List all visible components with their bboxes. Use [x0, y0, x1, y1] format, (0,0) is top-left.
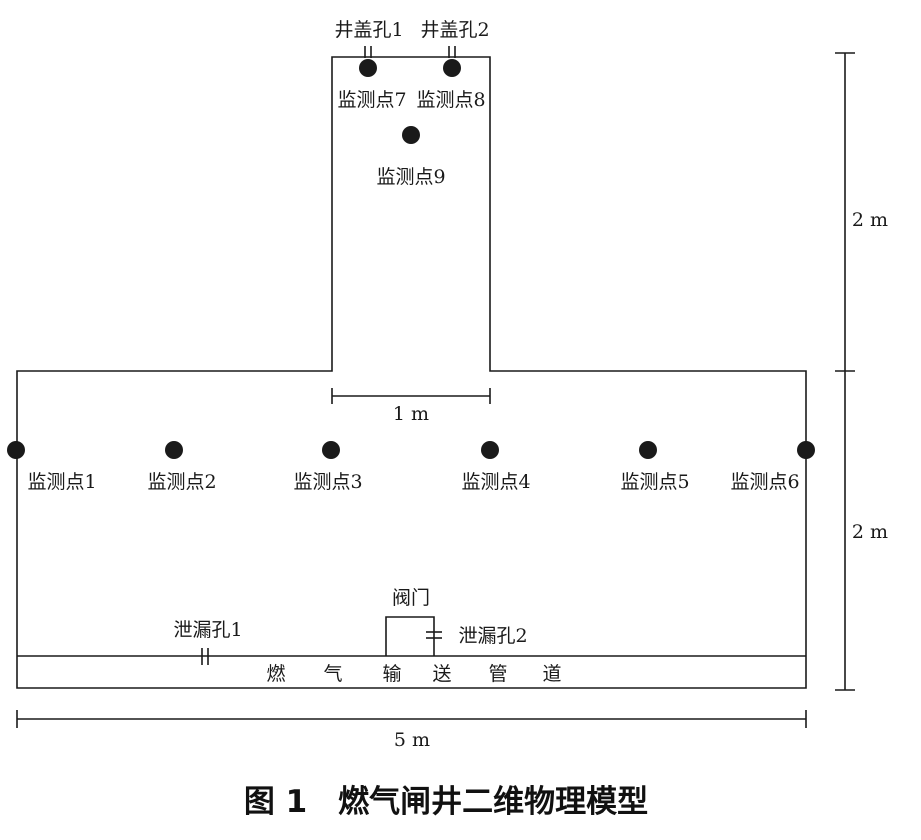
figure-caption: 图 1 燃气闸井二维物理模型	[244, 784, 648, 820]
monitoring-label-9: 监测点9	[376, 166, 445, 188]
monitoring-label-2: 监测点2	[147, 471, 216, 493]
monitoring-dot-6	[797, 441, 815, 459]
upper-height-label: 2 m	[852, 209, 888, 231]
chamber-outline	[16, 56, 807, 689]
leak-marker-2	[426, 631, 442, 639]
pipeline-char-1: 燃	[266, 663, 285, 685]
pipeline-char-3: 输	[382, 663, 401, 685]
monitoring-label-7: 监测点7	[337, 89, 406, 111]
dimension-heights	[835, 52, 855, 691]
manhole-marker-1	[364, 46, 372, 58]
dimension-neck-width	[331, 388, 491, 404]
monitoring-dot-2	[165, 441, 183, 459]
monitoring-dot-8	[443, 59, 461, 77]
lower-height-label: 2 m	[852, 521, 888, 543]
monitoring-label-1: 监测点1	[27, 471, 96, 493]
monitoring-label-4: 监测点4	[461, 471, 530, 493]
pipeline-char-6: 道	[542, 663, 561, 685]
manhole-label-2: 井盖孔2	[420, 19, 489, 41]
valve-box	[385, 616, 435, 656]
monitoring-dot-7	[359, 59, 377, 77]
pipeline-char-5: 管	[488, 663, 507, 685]
leak-marker-1	[201, 648, 209, 665]
monitoring-label-6: 监测点6	[730, 471, 799, 493]
monitoring-label-3: 监测点3	[293, 471, 362, 493]
monitoring-dot-9	[402, 126, 420, 144]
monitoring-dot-1	[7, 441, 25, 459]
leak-label-1: 泄漏孔1	[173, 619, 242, 641]
leak-label-2: 泄漏孔2	[458, 625, 527, 647]
pipeline-char-2: 气	[323, 663, 342, 685]
manhole-label-1: 井盖孔1	[334, 19, 403, 41]
monitoring-dot-5	[639, 441, 657, 459]
dimension-total-width	[16, 710, 807, 728]
valve-label: 阀门	[392, 587, 430, 609]
monitoring-dot-4	[481, 441, 499, 459]
total-width-label: 5 m	[394, 729, 430, 751]
manhole-marker-2	[448, 46, 456, 58]
monitoring-label-8: 监测点8	[416, 89, 485, 111]
monitoring-dot-3	[322, 441, 340, 459]
monitoring-label-5: 监测点5	[620, 471, 689, 493]
neck-width-label: 1 m	[393, 403, 429, 425]
pipeline-char-4: 送	[432, 663, 451, 685]
